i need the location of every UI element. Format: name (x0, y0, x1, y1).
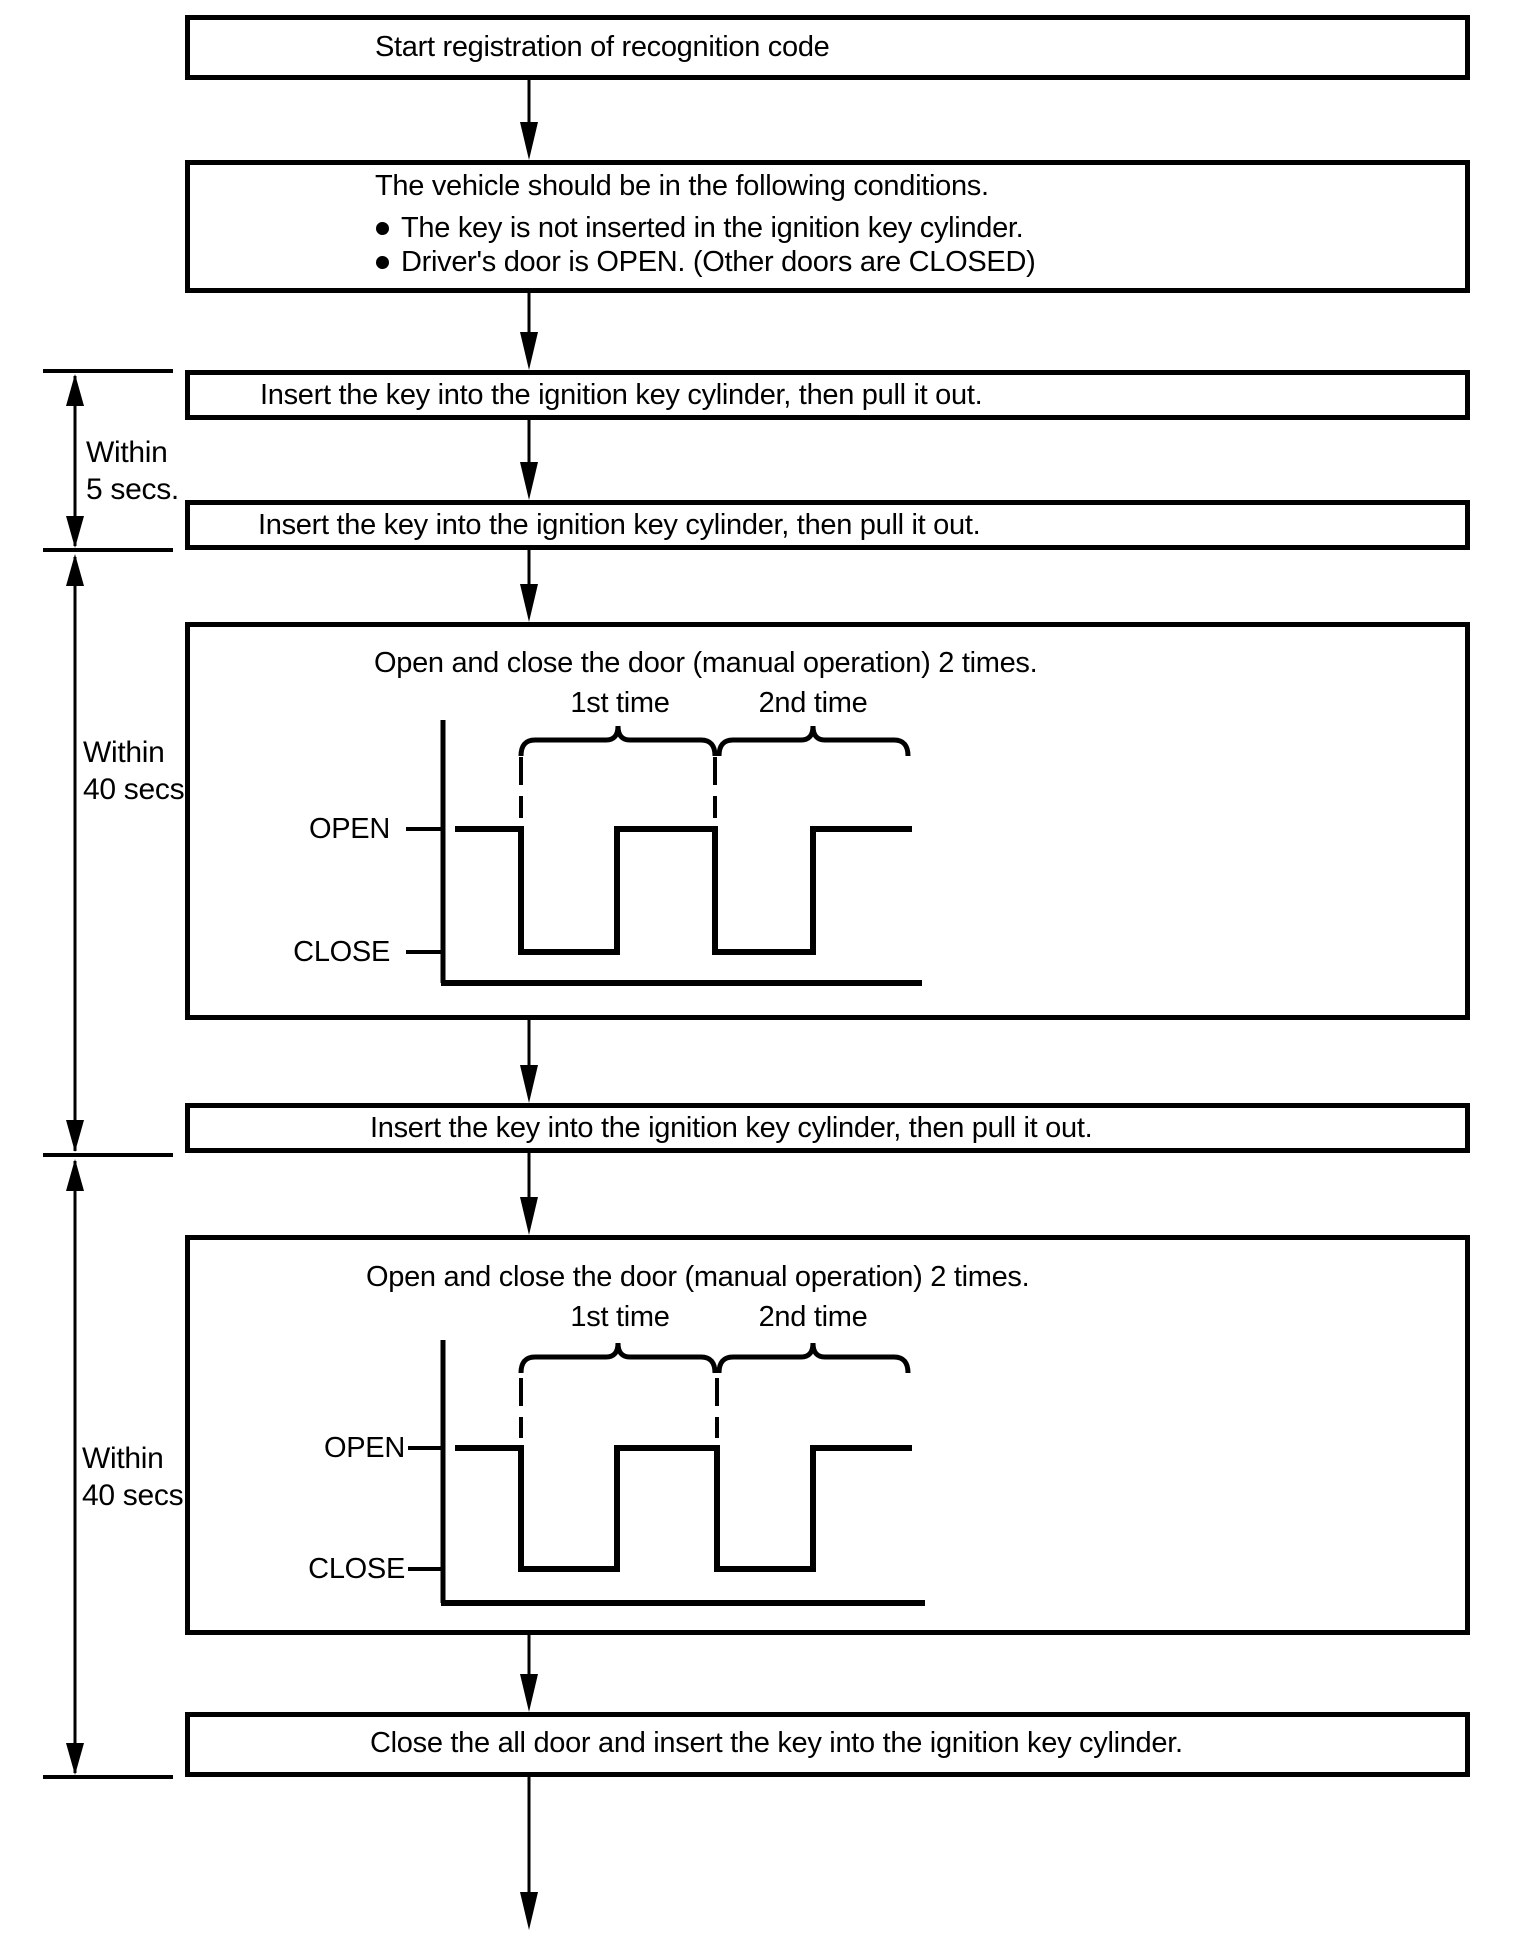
arrow-down-icon (520, 122, 538, 160)
step-box-close-doors (185, 1712, 1470, 1777)
arrow-down-icon (520, 1197, 538, 1235)
step-box-door-cycle-2 (185, 1235, 1470, 1635)
dimension-ticks (43, 369, 173, 1779)
arrow-down-icon (66, 516, 84, 548)
duration-line2: 5 secs. (86, 473, 179, 506)
duration-line2: 40 secs. (82, 1479, 192, 1512)
step-box-insert-key-2 (185, 500, 1470, 550)
diagram1-close-label: CLOSE (293, 936, 390, 968)
bullet-icon (376, 256, 389, 269)
diagram2-open-label: OPEN (324, 1432, 405, 1464)
arrow-down-icon (520, 332, 538, 370)
arrow-down-icon (520, 1065, 538, 1103)
step-start-label: Start registration of recognition code (375, 31, 830, 63)
diagram1-open-label: OPEN (309, 813, 390, 845)
diagram1-title: Open and close the door (manual operatio… (374, 647, 1038, 679)
arrow-down-icon (520, 462, 538, 500)
step-insert-key-2-label: Insert the key into the ignition key cyl… (258, 509, 981, 541)
diagram1-2nd-time-label: 2nd time (758, 687, 868, 719)
step-box-insert-key-3 (185, 1103, 1470, 1153)
duration-line1: Within (86, 436, 168, 469)
step-insert-key-3-label: Insert the key into the ignition key cyl… (370, 1112, 1093, 1144)
step-box-start (185, 15, 1470, 80)
arrow-up-icon (66, 554, 84, 586)
arrow-down-icon (66, 1743, 84, 1775)
duration-line2: 40 secs. (83, 773, 193, 806)
diagram2-title: Open and close the door (manual operatio… (366, 1261, 1030, 1293)
diagram2-2nd-time-label: 2nd time (758, 1301, 868, 1333)
duration-line1: Within (82, 1442, 164, 1475)
duration-line1: Within (83, 736, 165, 769)
arrow-up-icon (66, 1159, 84, 1191)
arrow-down-icon (66, 1120, 84, 1152)
diagram2-1st-time-label: 1st time (570, 1301, 670, 1333)
arrow-down-icon (520, 1892, 538, 1930)
conditions-intro-label: The vehicle should be in the following c… (375, 170, 989, 202)
diagram1-1st-time-label: 1st time (570, 687, 670, 719)
duration-within-40-secs-1: Within 40 secs. (83, 734, 193, 808)
step-box-conditions (185, 160, 1470, 293)
step-close-doors-label: Close the all door and insert the key in… (370, 1727, 1183, 1759)
step-insert-key-1-label: Insert the key into the ignition key cyl… (260, 379, 983, 411)
diagram2-close-label: CLOSE (308, 1553, 405, 1585)
duration-within-5-secs: Within 5 secs. (86, 434, 179, 508)
duration-within-40-secs-2: Within 40 secs. (82, 1440, 192, 1514)
arrow-down-icon (520, 584, 538, 622)
step-box-insert-key-1 (185, 370, 1470, 420)
bullet-icon (376, 222, 389, 235)
arrow-up-icon (66, 374, 84, 406)
condition-bullet-2: Driver's door is OPEN. (Other doors are … (401, 246, 1036, 278)
condition-bullet-1: The key is not inserted in the ignition … (401, 212, 1024, 244)
dimension-arrowheads (66, 374, 84, 1775)
arrow-down-icon (520, 1674, 538, 1712)
